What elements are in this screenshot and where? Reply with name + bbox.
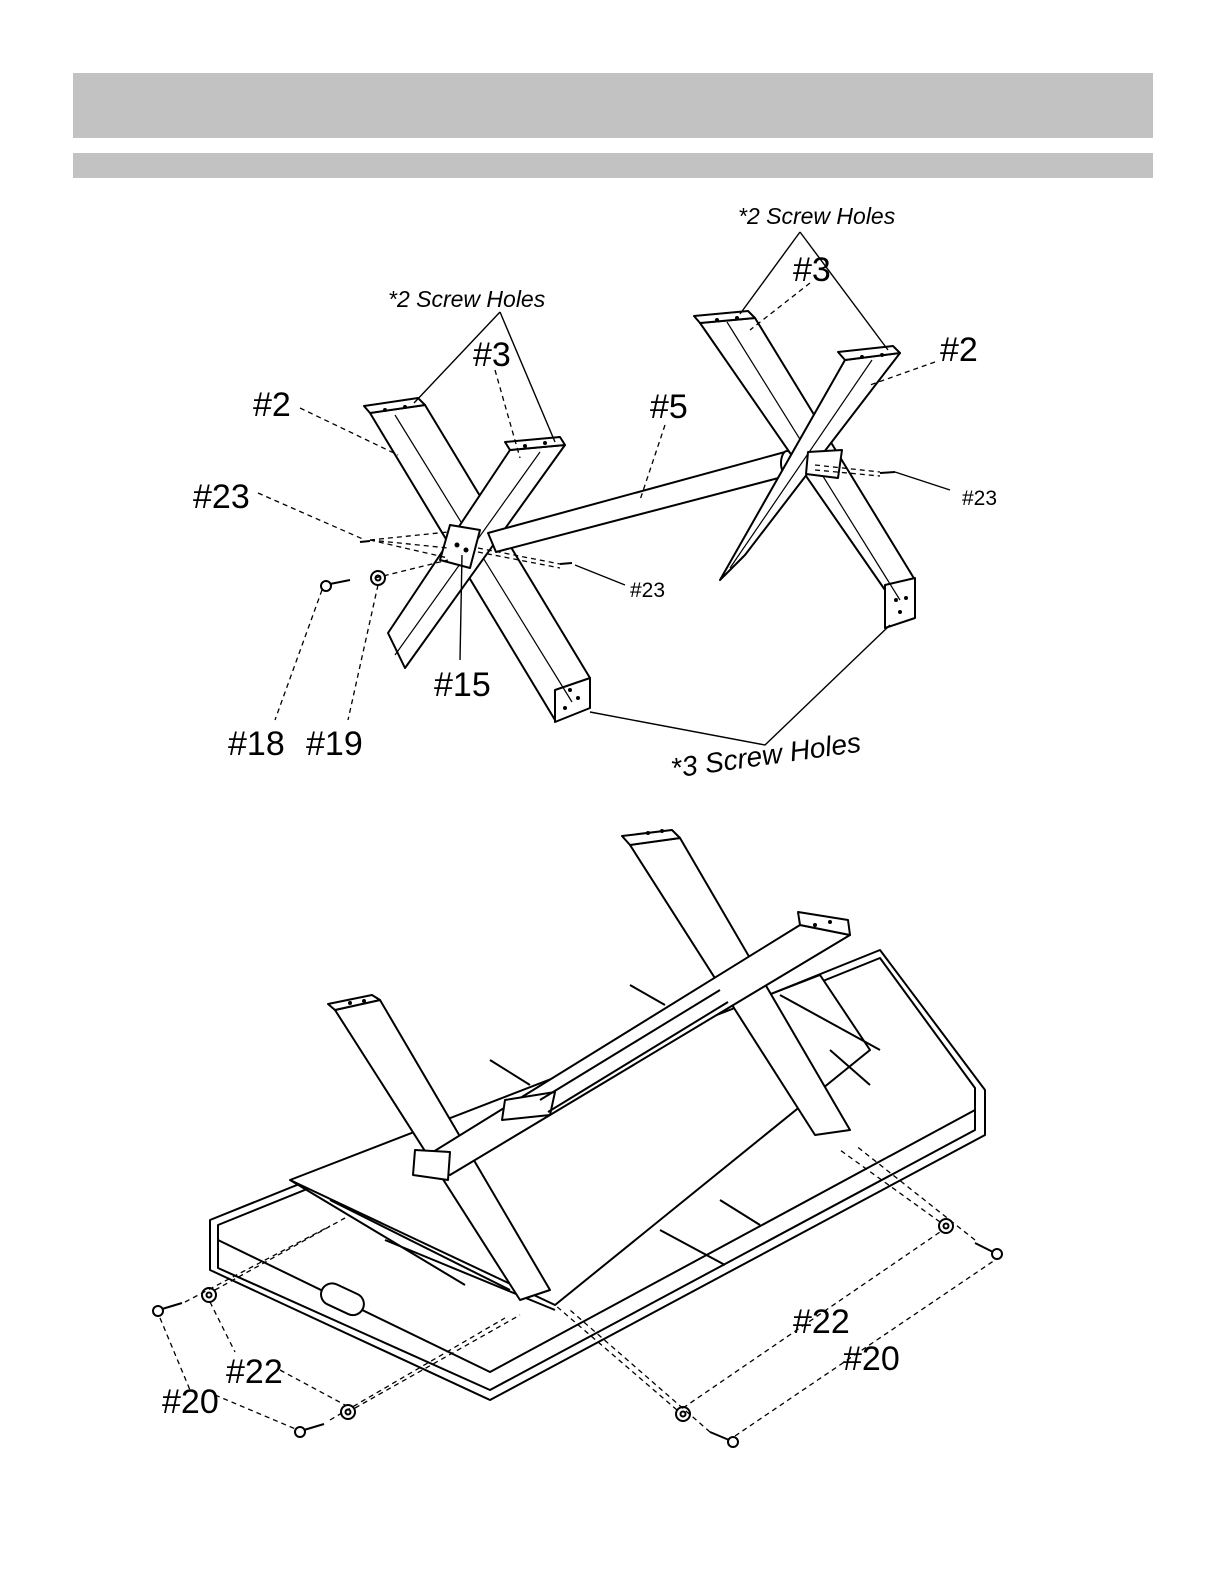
- note-top-right: *2 Screw Holes: [738, 205, 895, 228]
- part-5-label: #5: [650, 390, 688, 424]
- part-3-left-label: #3: [473, 338, 511, 372]
- part-19-label: #19: [306, 727, 363, 761]
- part-18-label: #18: [228, 727, 285, 761]
- leg-assembly-figure: [258, 232, 950, 745]
- bolt-washer-hardware: [321, 472, 895, 591]
- part-22-left-label: #22: [226, 1355, 283, 1389]
- part-23-left-label: #23: [193, 480, 250, 514]
- part-2-left-label: #2: [253, 388, 291, 422]
- part-15-label: #15: [434, 668, 491, 702]
- part-2-right-label: #2: [940, 333, 978, 367]
- part-3-right-label: #3: [793, 253, 831, 287]
- note-top-left: *2 Screw Holes: [388, 288, 545, 311]
- part-20-left-label: #20: [162, 1385, 219, 1419]
- part-23-right-label: #23: [962, 488, 997, 509]
- part-22-right-label: #22: [793, 1305, 850, 1339]
- part-23-mid-label: #23: [630, 580, 665, 601]
- part-20-right-label: #20: [843, 1342, 900, 1376]
